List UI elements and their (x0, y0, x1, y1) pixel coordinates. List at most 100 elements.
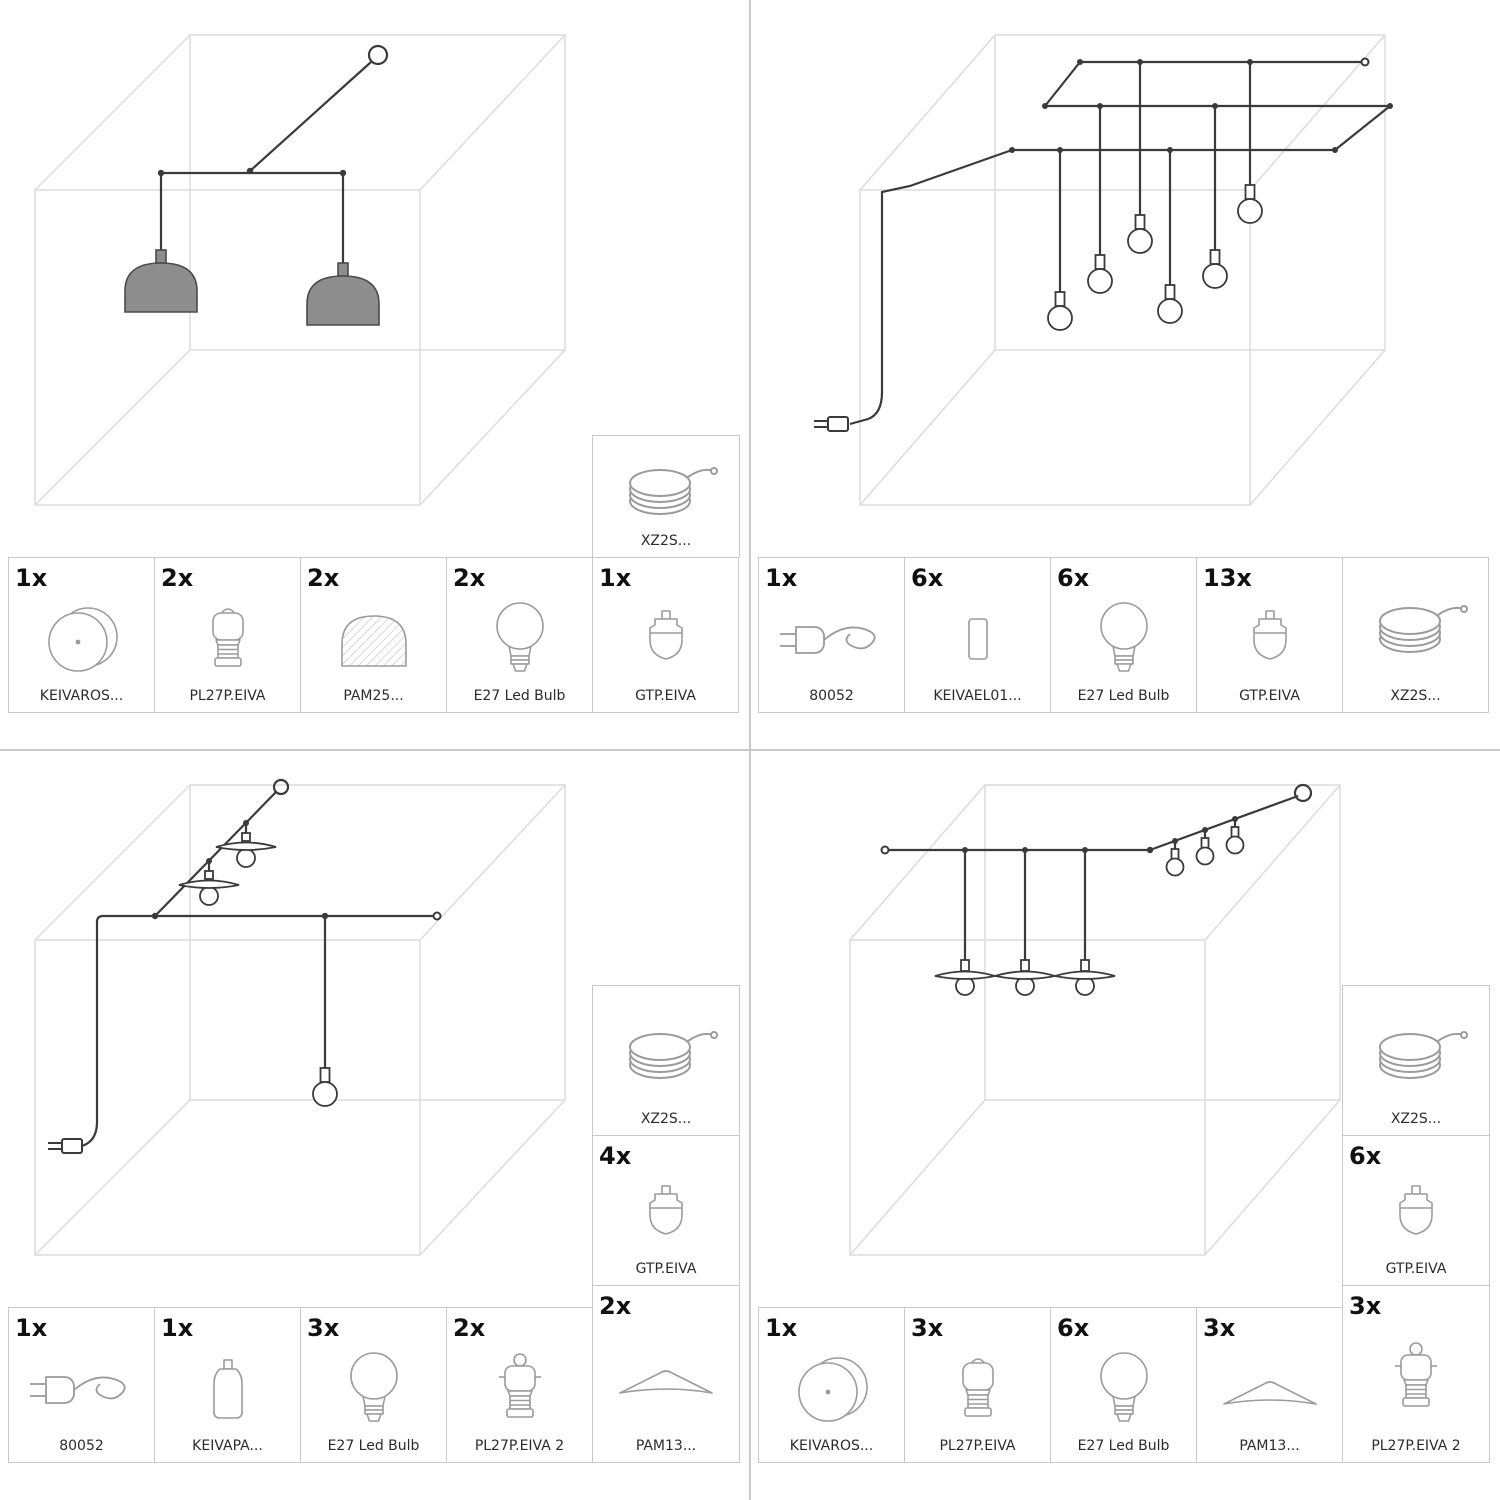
parts-row: 1x 80052 6x KEIVAEL01... 6x E27 Led Bulb… (758, 557, 1489, 713)
part-label: 80052 (809, 688, 854, 704)
kit-panel-ceiling-cable-grid: 1x 80052 6x KEIVAEL01... 6x E27 Led Bulb… (750, 0, 1500, 750)
led-bulb-icon (307, 1341, 440, 1438)
pendant-grip-icon (599, 591, 732, 688)
saucer-shade-icon (599, 1319, 733, 1438)
part-label: PL27P.EIVA 2 (474, 1438, 565, 1454)
part-qty: 1x (15, 1314, 48, 1342)
cable-coil-icon (1349, 994, 1483, 1111)
part-qty: 2x (599, 1292, 632, 1320)
pendant-grip-icon (1203, 591, 1336, 688)
ceiling-rose-icon (765, 1341, 898, 1438)
part-label: E27 Led Bulb (1077, 688, 1170, 704)
installation-diagram (34, 778, 566, 1256)
led-bulb-icon (453, 591, 586, 688)
part-cell: 2x PL27P.EIVA (154, 557, 301, 713)
part-label: E27 Led Bulb (327, 1438, 420, 1454)
part-qty: 6x (1057, 564, 1090, 592)
part-qty: 6x (1349, 1142, 1382, 1170)
part-cell: 13x GTP.EIVA (1196, 557, 1343, 713)
part-label: XZ2S... (1390, 1111, 1442, 1127)
part-cell: 1x 80052 (8, 1307, 155, 1463)
saucer-shade-icon (1203, 1341, 1336, 1438)
part-qty: 1x (765, 1314, 798, 1342)
cable-coil-icon (1349, 566, 1482, 688)
kit-panel-double-dome-pendant: XZ2S... 1x KEIVAROS... 2x PL27P.EIVA 2x … (0, 0, 750, 750)
part-label: PL27P.EIVA (189, 688, 266, 704)
bottle-weight-icon (161, 1341, 294, 1438)
part-qty: 1x (15, 564, 48, 592)
plug-icon (15, 1341, 148, 1438)
part-label: GTP.EIVA (635, 1261, 697, 1277)
part-cell: 1x 80052 (758, 557, 905, 713)
pendant-grip-icon (1349, 1169, 1483, 1261)
led-bulb-icon (1057, 591, 1190, 688)
part-qty: 6x (1057, 1314, 1090, 1342)
part-cell: 6x E27 Led Bulb (1050, 557, 1197, 713)
parts-row: 1x KEIVAROS... 3x PL27P.EIVA 6x E27 Led … (758, 1307, 1343, 1463)
part-qty: 3x (911, 1314, 944, 1342)
part-cell: 3x PAM13... (1196, 1307, 1343, 1463)
part-label: PAM13... (1239, 1438, 1300, 1454)
installation-diagram (34, 34, 566, 506)
cable-clip-icon (911, 591, 1044, 688)
part-label: PAM25... (343, 688, 404, 704)
part-cell: 6x GTP.EIVA (1342, 1135, 1490, 1286)
lamp-holder-icon (161, 591, 294, 688)
part-label: KEIVAROS... (39, 688, 124, 704)
part-cell: 6x KEIVAEL01... (904, 557, 1051, 713)
part-label: 80052 (59, 1438, 104, 1454)
part-qty: 2x (307, 564, 340, 592)
part-qty: 2x (453, 564, 486, 592)
plug-icon (765, 591, 898, 688)
kit-panel-triple-saucer-line: XZ2S... 6x GTP.EIVA 3x PL27P.EIVA 2 1x K… (750, 750, 1500, 1500)
lamp-holder-2-icon (1349, 1319, 1483, 1438)
part-label: XZ2S... (1390, 688, 1441, 704)
part-cell: 6x E27 Led Bulb (1050, 1307, 1197, 1463)
part-label: PL27P.EIVA 2 (1371, 1438, 1461, 1454)
part-cell: 2x E27 Led Bulb (446, 557, 593, 713)
part-cell: XZ2S... (1342, 985, 1490, 1136)
parts-side-column: XZ2S... 4x GTP.EIVA 2x PAM13... (592, 985, 740, 1463)
installation-diagram (849, 783, 1341, 1256)
part-cell: 1x KEIVAROS... (8, 557, 155, 713)
part-label: XZ2S... (640, 1111, 692, 1127)
part-qty: 3x (1203, 1314, 1236, 1342)
part-label: KEIVAEL01... (933, 688, 1022, 704)
ceiling-rose-icon (15, 591, 148, 688)
part-qty: 6x (911, 564, 944, 592)
part-cell: 3x PL27P.EIVA 2 (1342, 1285, 1490, 1463)
part-label: PL27P.EIVA (939, 1438, 1016, 1454)
part-cell: 1x KEIVAPA... (154, 1307, 301, 1463)
cable-coil-icon (599, 444, 733, 533)
part-qty: 1x (599, 564, 632, 592)
divider-horizontal (0, 749, 1500, 751)
part-label: GTP.EIVA (635, 688, 696, 704)
part-cell: 2x PAM25... (300, 557, 447, 713)
kit-panel-plug-in-swag: XZ2S... 4x GTP.EIVA 2x PAM13... 1x 80052… (0, 750, 750, 1500)
part-qty: 3x (307, 1314, 340, 1342)
part-qty: 13x (1203, 564, 1252, 592)
part-qty: 4x (599, 1142, 632, 1170)
part-label: XZ2S... (640, 533, 692, 549)
dome-shade-icon (307, 591, 440, 688)
part-cell: 1x GTP.EIVA (592, 557, 739, 713)
part-label: E27 Led Bulb (473, 688, 566, 704)
parts-side-column: XZ2S... 6x GTP.EIVA 3x PL27P.EIVA 2 (1342, 985, 1490, 1463)
part-cell: XZ2S... (592, 985, 740, 1136)
lamp-holder-icon (911, 1341, 1044, 1438)
part-label: PAM13... (635, 1438, 697, 1454)
cable-coil-icon (599, 994, 733, 1111)
part-cell: 4x GTP.EIVA (592, 1135, 740, 1286)
lamp-holder-2-icon (453, 1341, 586, 1438)
part-cell: 3x PL27P.EIVA (904, 1307, 1051, 1463)
part-qty: 3x (1349, 1292, 1382, 1320)
parts-row: 1x KEIVAROS... 2x PL27P.EIVA 2x PAM25...… (8, 557, 739, 713)
part-label: GTP.EIVA (1385, 1261, 1447, 1277)
part-cell: 2x PL27P.EIVA 2 (446, 1307, 593, 1463)
part-cell: 1x KEIVAROS... (758, 1307, 905, 1463)
part-label: KEIVAPA... (192, 1438, 263, 1454)
part-label: E27 Led Bulb (1077, 1438, 1170, 1454)
part-qty: 2x (161, 564, 194, 592)
part-label: KEIVAROS... (789, 1438, 874, 1454)
